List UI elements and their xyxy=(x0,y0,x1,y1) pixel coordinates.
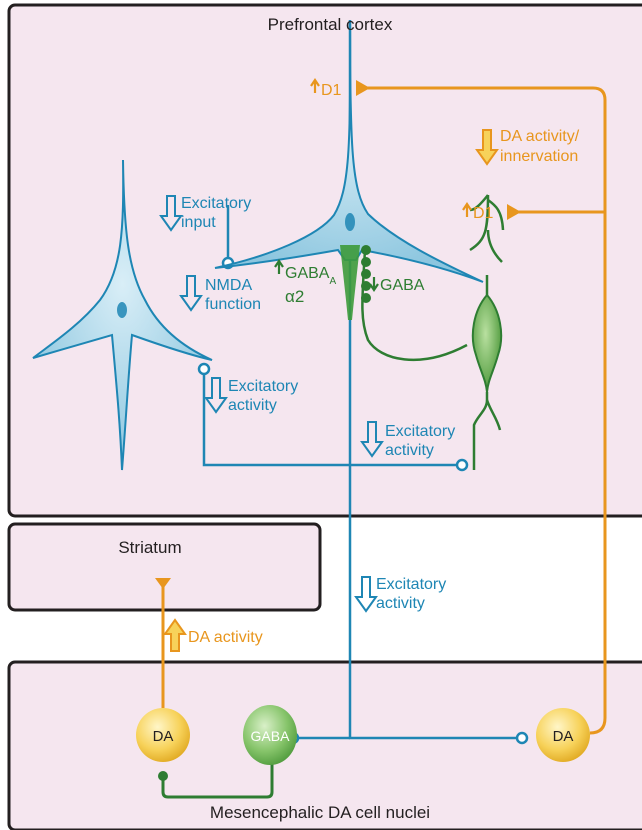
label-exc-lower-2: activity xyxy=(376,595,425,612)
arrow-exc-right xyxy=(360,421,384,458)
label-gaba-down: GABA xyxy=(380,277,425,294)
label-exc-right-1: Excitatory xyxy=(385,423,455,440)
gaba-to-da-projection xyxy=(161,760,274,799)
label-exc-input-2: input xyxy=(181,214,216,231)
up-arrow-d1-top xyxy=(310,78,320,93)
arrow-da-innervation xyxy=(475,129,499,166)
label-exc-input-1: Excitatory xyxy=(181,195,251,212)
cell-gaba-label: GABA xyxy=(251,728,291,744)
label-d1-mid: D1 xyxy=(473,205,494,222)
label-da-innervation-2: innervation xyxy=(500,148,578,165)
interneuron-soma xyxy=(471,293,503,393)
synapse-interneuron xyxy=(455,458,469,472)
cell-da-right-label: DA xyxy=(553,728,574,745)
arrow-da-activity xyxy=(163,618,187,652)
arrow-exc-input xyxy=(159,195,183,232)
down-arrow-gaba xyxy=(369,277,379,292)
da-cell-right xyxy=(536,708,590,762)
up-arrow-gabaa xyxy=(274,259,284,274)
label-exc-left-1: Excitatory xyxy=(228,378,298,395)
arrow-exc-left xyxy=(204,377,228,414)
arrow-exc-lower xyxy=(354,576,378,613)
striatum-terminal xyxy=(155,578,171,589)
da-cell-left xyxy=(136,708,190,762)
arrow-nmda xyxy=(179,275,203,312)
gaba-boutons xyxy=(361,245,371,303)
label-exc-left-2: activity xyxy=(228,397,277,414)
gaba-synapse xyxy=(158,771,168,781)
synapse-da-right xyxy=(515,731,529,745)
label-da-activity: DA activity xyxy=(188,629,263,646)
synapse-left-axon xyxy=(197,362,211,376)
label-da-innervation-1: DA activity/ xyxy=(500,128,580,145)
dopamine-projections xyxy=(161,86,607,735)
pfc-title: Prefrontal cortex xyxy=(268,15,393,34)
label-exc-right-2: activity xyxy=(385,442,434,459)
label-d1-top: D1 xyxy=(321,82,342,99)
label-exc-lower-1: Excitatory xyxy=(376,576,446,593)
label-gabaa-alpha: α2 xyxy=(285,287,304,306)
cell-da-left-label: DA xyxy=(153,728,174,745)
main-pyramidal-neuron xyxy=(214,19,484,320)
gaba-cell xyxy=(243,705,297,765)
d1-terminal-top xyxy=(356,80,370,96)
label-gabaa: GABAA xyxy=(285,265,336,287)
label-nmda-1: NMDA xyxy=(205,277,252,294)
midbrain-title: Mesencephalic DA cell nuclei xyxy=(210,803,430,822)
up-arrow-d1-mid xyxy=(462,202,472,217)
striatum-title: Striatum xyxy=(118,538,181,557)
left-pyramidal-neuron xyxy=(32,159,213,471)
midbrain-region xyxy=(7,660,642,830)
d1-terminal-mid xyxy=(507,204,521,220)
label-nmda-2: function xyxy=(205,296,261,313)
